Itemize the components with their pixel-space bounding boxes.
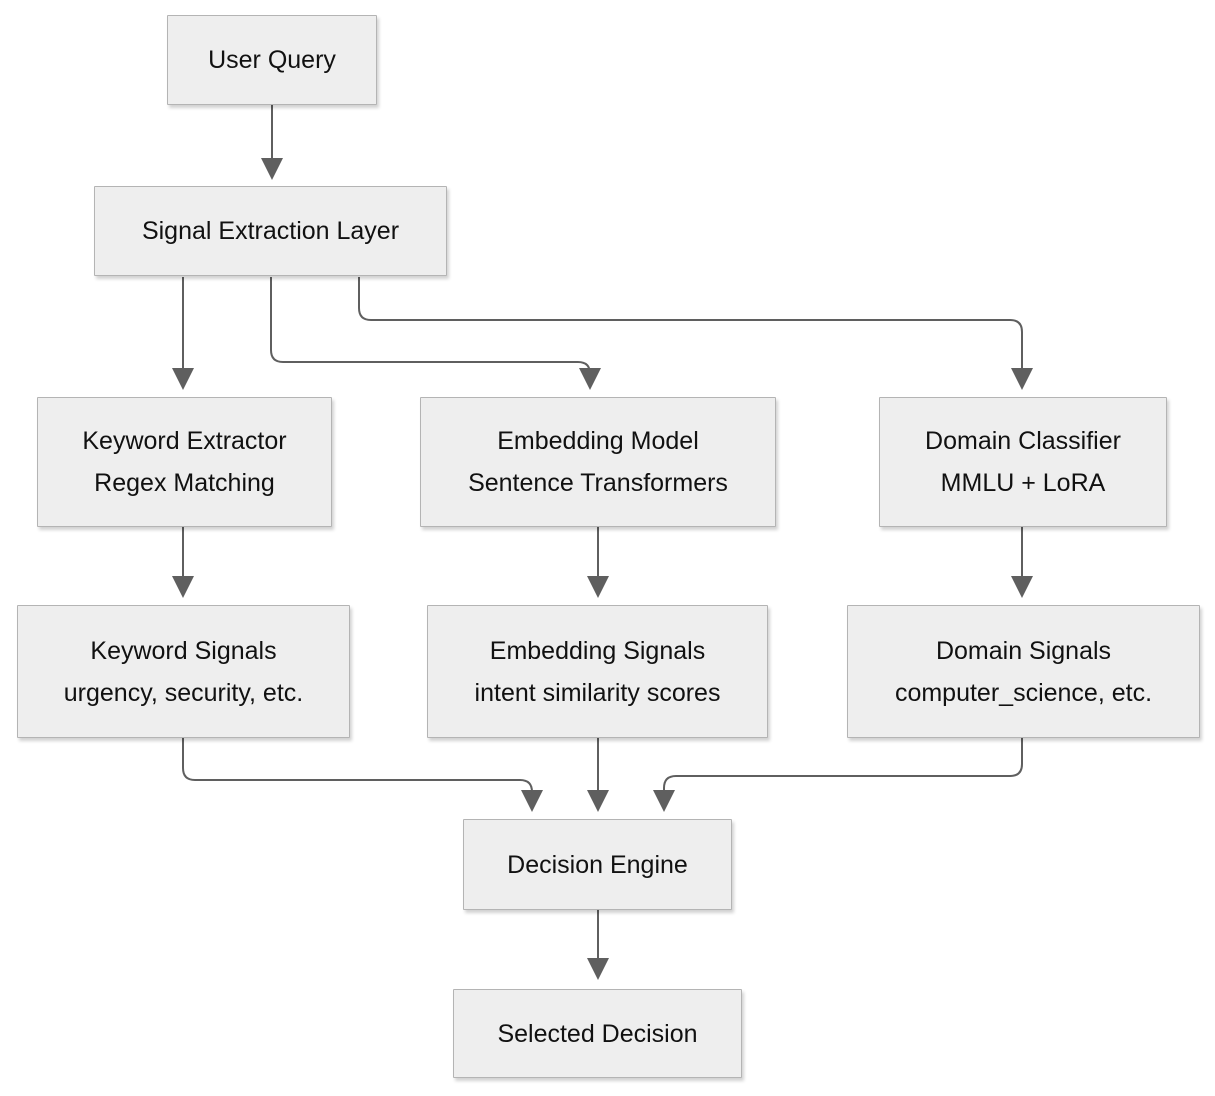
node-label: Embedding Signals xyxy=(489,636,706,665)
node-domain-signals: Domain Signals computer_science, etc. xyxy=(847,605,1200,738)
node-label: Embedding Model xyxy=(497,427,699,455)
node-sublabel: Sentence Transformers xyxy=(468,469,728,497)
node-sublabel: Regex Matching xyxy=(94,469,275,497)
node-label: Domain Signals xyxy=(935,636,1112,665)
node-label: Selected Decision xyxy=(497,1019,698,1048)
edge-signal-extraction-to-domain-classifier xyxy=(358,277,1033,390)
node-embedding-signals: Embedding Signals intent similarity scor… xyxy=(427,605,768,738)
node-label: Signal Extraction Layer xyxy=(141,217,400,245)
node-sublabel: computer_science, etc. xyxy=(894,678,1153,707)
node-decision-engine: Decision Engine xyxy=(463,819,732,910)
node-signal-extraction-layer: Signal Extraction Layer xyxy=(94,186,447,276)
node-selected-decision: Selected Decision xyxy=(453,989,742,1078)
node-label: Domain Classifier xyxy=(925,427,1121,455)
node-sublabel: urgency, security, etc. xyxy=(63,678,304,707)
node-sublabel: intent similarity scores xyxy=(474,678,721,707)
node-sublabel: MMLU + LoRA xyxy=(940,469,1106,497)
edge-keyword-signals-to-decision-engine xyxy=(182,738,543,812)
node-domain-classifier: Domain Classifier MMLU + LoRA xyxy=(879,397,1167,527)
node-user-query: User Query xyxy=(167,15,377,105)
node-label: Keyword Extractor xyxy=(82,427,287,455)
node-keyword-extractor: Keyword Extractor Regex Matching xyxy=(37,397,332,527)
node-embedding-model: Embedding Model Sentence Transformers xyxy=(420,397,776,527)
node-label: Decision Engine xyxy=(507,850,688,879)
edge-domain-signals-to-decision-engine xyxy=(653,738,1023,812)
edge-signal-extraction-to-embedding-model xyxy=(270,277,601,390)
node-keyword-signals: Keyword Signals urgency, security, etc. xyxy=(17,605,350,738)
node-label: Keyword Signals xyxy=(90,636,277,665)
node-label: User Query xyxy=(208,46,336,74)
